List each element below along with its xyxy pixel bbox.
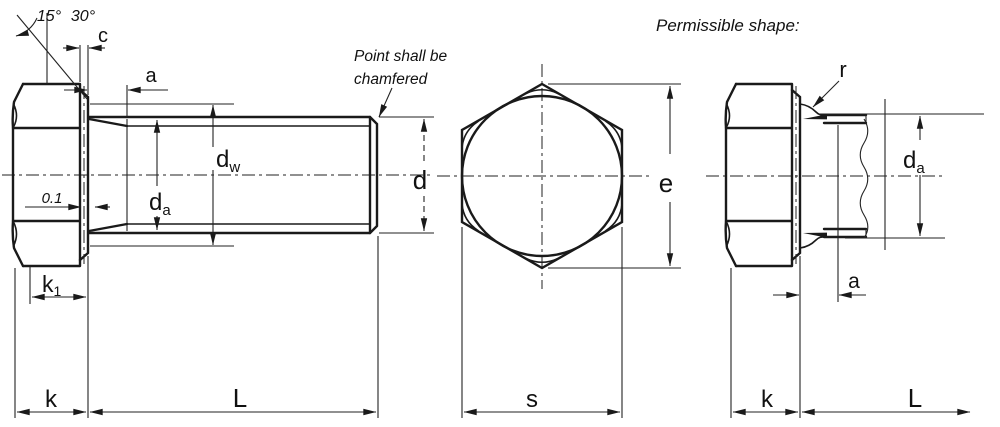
dim-da-right: da [820,113,984,239]
right-thread-lines [822,113,868,239]
permissible-shape-view: Permissible shape: [656,16,946,268]
dim-L-left: L [89,383,377,416]
e-extension-lines [548,83,681,269]
d-extension-lines [379,116,434,234]
shank-major-diameter [87,115,372,235]
dim-k1: k1 [29,267,87,304]
dim-dw: dw [90,103,240,247]
a-left-label: a [145,65,157,87]
underhead-fillet [799,103,826,249]
dim-c: c [63,25,108,95]
vertex-chamfer-arcs [461,88,623,264]
da-left-label: da [149,189,171,219]
dim-L-right: L [801,383,971,416]
dim-da-left: da [149,119,171,231]
r-label: r [839,57,846,82]
note-line1: Point shall be [354,48,447,65]
k-left-label: k [45,386,58,413]
s-extension-lines [461,227,623,418]
dim-k-left: k [14,236,379,418]
dim-k-right: k [730,268,799,418]
angle-arc-arrow [15,17,38,37]
head-edges [11,82,82,268]
head-left-profile [11,82,25,268]
k1-label: k1 [42,271,62,299]
thread-minor-lines [126,125,371,225]
c-label: c [98,25,108,47]
tolerance-label: 0.1 [42,190,63,207]
hexagon-outline [460,82,624,270]
underhead-cone [87,117,129,233]
angle-30-label: 30° [71,8,96,25]
a-right-extension-lines [799,125,839,418]
k-right-label: k [761,386,774,413]
L-right-label: L [908,383,922,413]
dim-angle: 15° 30° [15,8,96,100]
a-right-label: a [848,270,860,293]
right-head-left-profile [724,82,738,268]
d-label: d [413,165,427,195]
note-line2: chamfered [354,71,429,88]
dim-d: d [379,116,434,234]
e-label: e [659,168,673,198]
right-head-edges [724,82,794,268]
da-right-extension-lines [820,113,984,239]
s-label: s [526,386,538,413]
point-chamfer-end [368,115,379,235]
head-chamfer-arcs [12,103,18,247]
permissible-shape-title: Permissible shape: [656,16,800,35]
angle-15-label: 15° [37,8,62,25]
dim-a-left: a [64,65,168,117]
bottom-extension-lines-left [14,236,379,418]
front-view-centerlines [437,64,649,289]
note-leader-line [378,87,393,118]
side-view [2,82,433,268]
dim-r: r [812,57,847,108]
da-right-label: da [903,147,925,177]
front-view [437,64,649,289]
break-wavy-line [859,118,869,239]
dim-s: s [461,227,623,418]
r-leader-line [812,80,840,108]
angle-slope-line [16,14,88,100]
dim-01-tolerance: 0.1 [25,190,110,211]
dw-extension-lines [90,103,234,247]
right-head-chamfer-arcs [725,103,731,247]
inscribed-circle [460,94,624,258]
annotation-point-chamfer: Point shall be chamfered [354,48,447,118]
dw-label: dw [216,146,240,176]
c-extension-lines [79,45,89,95]
dim-e: e [548,83,681,269]
L-left-label: L [233,383,247,413]
dim-a-right: a [773,125,866,418]
